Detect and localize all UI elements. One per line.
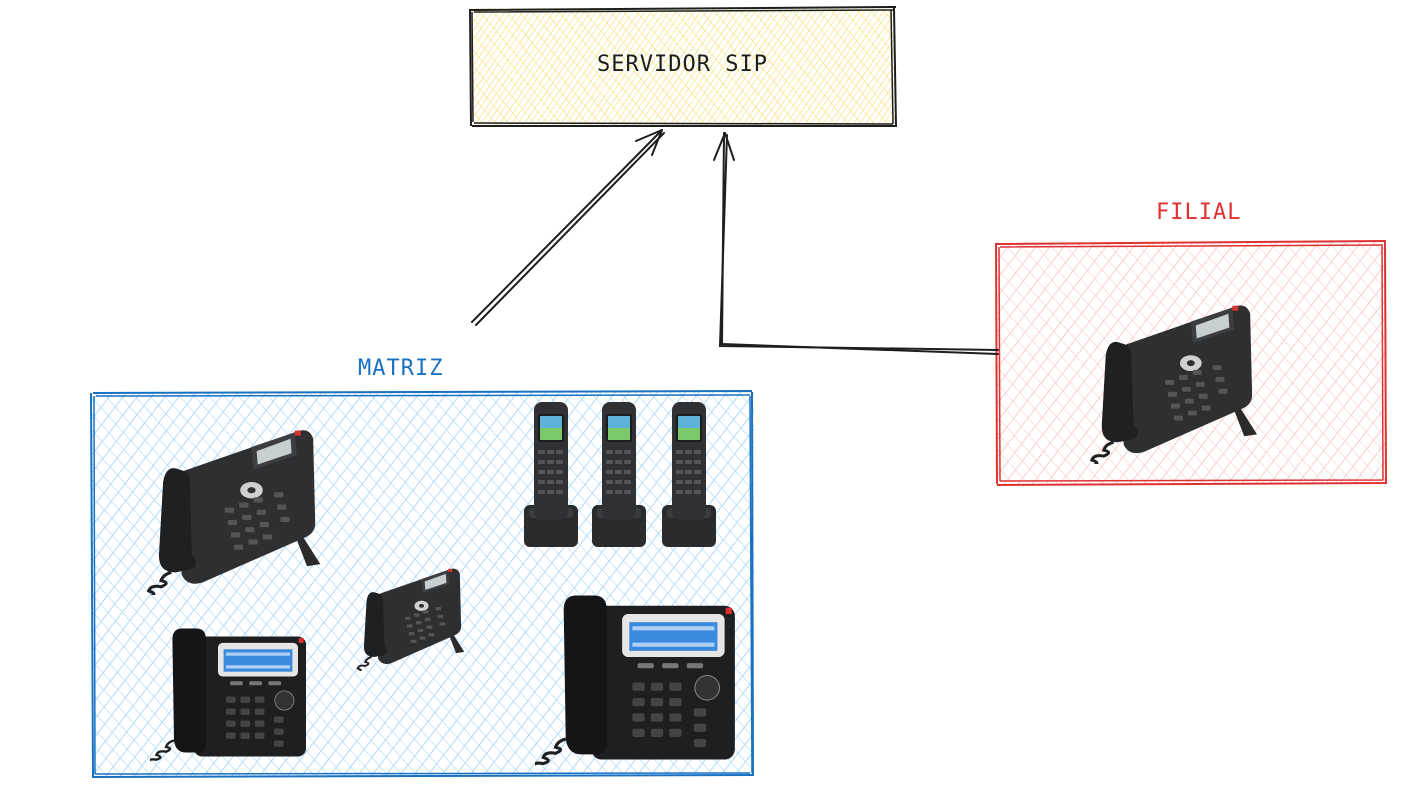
matriz-label: MATRIZ [358, 356, 444, 381]
arrow-filial-to-server [713, 132, 999, 355]
server-label: SERVIDOR SIP [597, 52, 768, 77]
server-box [469, 6, 897, 128]
filial-label: FILIAL [1156, 200, 1242, 225]
arrow-matriz-to-server [471, 129, 665, 326]
